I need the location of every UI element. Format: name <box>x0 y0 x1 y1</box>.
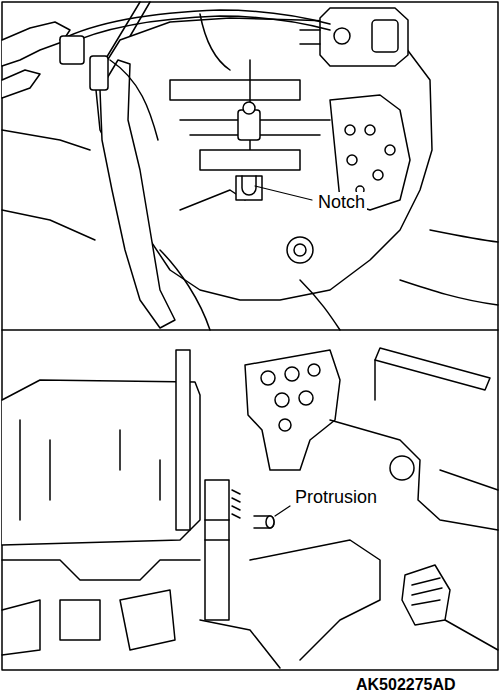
leader-line <box>255 186 312 200</box>
part-label: Notch <box>316 192 367 212</box>
top-view <box>2 2 498 330</box>
part-label: Protrusion <box>293 487 379 507</box>
bottom-view <box>2 348 498 668</box>
figure-id: AK502275AD <box>354 676 458 694</box>
panel-divider <box>2 329 498 331</box>
leader-line <box>275 506 290 516</box>
frame <box>2 2 498 670</box>
